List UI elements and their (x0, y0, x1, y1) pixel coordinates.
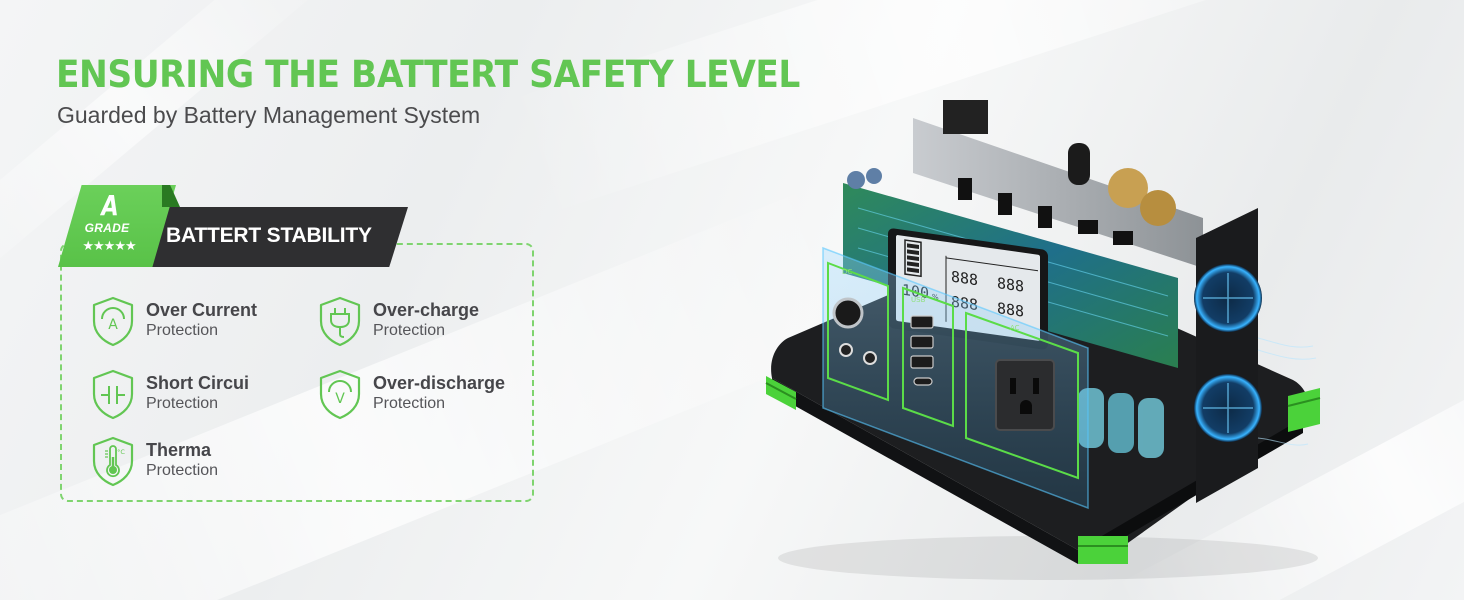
dc-port-outline (827, 261, 889, 402)
usb-a-ports (910, 315, 934, 369)
shield-ampere-icon: A (92, 296, 134, 347)
feature-title: Over-discharge (373, 373, 506, 393)
svg-text:AC: AC (1010, 324, 1020, 332)
feature-subtitle: Protection (373, 395, 446, 412)
ribbon-fold (162, 185, 180, 207)
airflow-lines (1257, 337, 1317, 446)
svg-text:A: A (108, 317, 118, 333)
feature-over-current: A Over Current Protection (90, 295, 257, 347)
usb-c-port (913, 377, 933, 386)
capacitors-blue (847, 168, 882, 189)
headline: ENSURING THE BATTERT SAFETY LEVEL (56, 53, 800, 96)
feature-title: Over-charge (373, 300, 480, 320)
svg-text:USB: USB (911, 296, 926, 304)
svg-text:°C: °C (117, 448, 125, 456)
feature-title: Therma (146, 440, 212, 460)
shield-plug-icon (319, 296, 361, 347)
svg-text:888: 888 (951, 268, 978, 290)
capacitor (1068, 143, 1090, 185)
heatsink-frame (913, 118, 1203, 268)
svg-text:888: 888 (997, 274, 1024, 296)
feature-title: Short Circui (146, 373, 250, 393)
battery-cells (1078, 388, 1164, 458)
feature-subtitle: Protection (146, 322, 219, 339)
feature-subtitle: Protection (146, 462, 219, 479)
svg-text:888: 888 (997, 299, 1024, 321)
grade-letter: A (101, 189, 119, 222)
usb-port-outline (902, 286, 954, 428)
badge-dark-ribbon (140, 207, 408, 267)
feature-thermal: °C Therma Protection (90, 435, 218, 487)
ac-outlet (995, 359, 1055, 431)
power-station-cutaway-illustration: 100 % 888 888 888 888 DC USB AC (765, 100, 1321, 580)
inductor-coil (1108, 168, 1148, 208)
star-rating: ★★★★★ (82, 238, 136, 253)
feature-over-discharge: V Over-discharge Protection (317, 368, 505, 420)
top-connector (943, 100, 988, 134)
car-socket (832, 297, 864, 329)
feature-subtitle: Protection (146, 395, 219, 412)
transparent-front-panel (822, 246, 1089, 510)
ac-port-outline (965, 311, 1079, 480)
dc-jack (839, 343, 853, 357)
subheadline: Guarded by Battery Management System (57, 102, 481, 128)
svg-text:DC: DC (842, 268, 852, 276)
feature-subtitle: Protection (373, 322, 446, 339)
svg-text:V: V (335, 391, 345, 407)
shield-capacitor-icon (92, 369, 134, 420)
shield-thermometer-icon: °C (92, 436, 134, 487)
mosfets (958, 178, 1133, 245)
grade-word: GRADE (84, 221, 130, 235)
shield-voltage-icon: V (319, 369, 361, 420)
feature-over-charge: Over-charge Protection (317, 295, 479, 347)
stability-badge: BATTERT STABILITY A GRADE ★★★★★ (58, 185, 408, 267)
fan-housing (1196, 208, 1258, 503)
dc-jack (863, 351, 877, 365)
badge-label: BATTERT STABILITY (166, 224, 372, 247)
feature-short-circuit: Short Circui Protection (90, 368, 249, 420)
green-feet (765, 376, 1321, 564)
feature-title: Over Current (146, 300, 258, 320)
